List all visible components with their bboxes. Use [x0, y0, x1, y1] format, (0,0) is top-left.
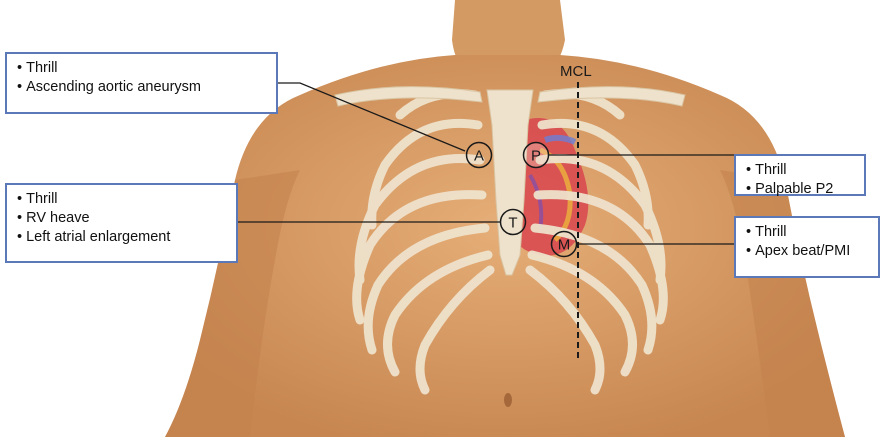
- mcl-label: MCL: [560, 63, 592, 80]
- marker-mitral-label: M: [558, 237, 571, 254]
- callout-aortic-item: Thrill: [17, 59, 266, 78]
- callout-tricuspid-item: Thrill: [17, 190, 226, 209]
- callout-pulmonic-item: Palpable P2: [746, 180, 854, 199]
- callout-mitral: Thrill Apex beat/PMI: [734, 216, 880, 278]
- marker-aortic-label: A: [474, 148, 484, 165]
- marker-tricuspid-label: T: [508, 215, 517, 232]
- callout-pulmonic: Thrill Palpable P2: [734, 154, 866, 196]
- callout-mitral-item: Thrill: [746, 223, 868, 242]
- marker-pulmonic: P: [524, 143, 549, 168]
- callout-tricuspid-item: Left atrial enlargement: [17, 228, 226, 247]
- callout-aortic: Thrill Ascending aortic aneurysm: [5, 52, 278, 114]
- marker-pulmonic-label: P: [531, 148, 541, 165]
- callout-pulmonic-item: Thrill: [746, 161, 854, 180]
- callout-tricuspid-item: RV heave: [17, 209, 226, 228]
- callout-aortic-item: Ascending aortic aneurysm: [17, 78, 266, 97]
- callout-mitral-item: Apex beat/PMI: [746, 242, 868, 261]
- callout-tricuspid: Thrill RV heave Left atrial enlargement: [5, 183, 238, 263]
